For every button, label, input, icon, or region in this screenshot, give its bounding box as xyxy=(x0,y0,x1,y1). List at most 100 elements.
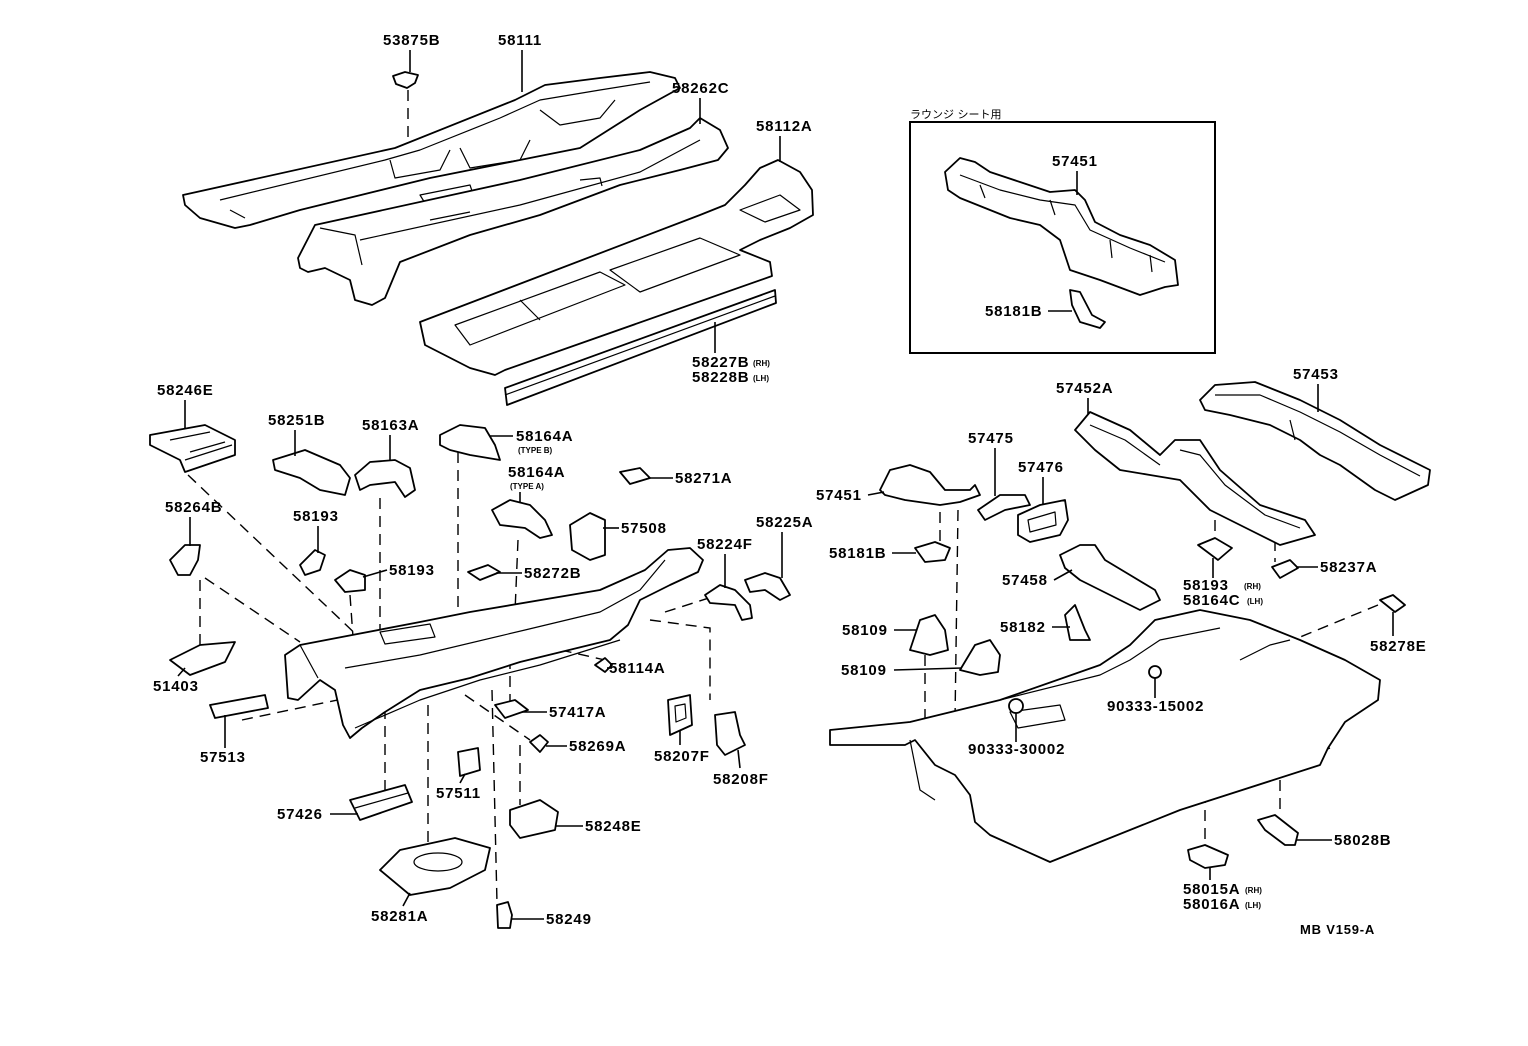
part-rear-floor-pan-detail xyxy=(909,627,1291,801)
side-note-lh: (LH) xyxy=(1245,901,1261,910)
part-58271A xyxy=(619,467,651,485)
assembly-line xyxy=(491,689,498,904)
upper-floor-group: 53875B 58111 58262C 58112A 58227B (RH) 5… xyxy=(182,32,814,406)
part-label-58111: 58111 xyxy=(498,32,542,49)
part-label-58228B: 58228B xyxy=(692,369,749,386)
part-label-58248E: 58248E xyxy=(585,818,642,835)
part-58111-detail xyxy=(219,81,651,219)
rear-floor-group: 57452A 57453 57475 57476 57451 58181B 57… xyxy=(816,366,1431,913)
side-note-rh: (RH) xyxy=(1245,886,1262,895)
part-label-58264B: 58264B xyxy=(165,499,222,516)
part-58281A-detail xyxy=(413,852,463,872)
part-57417A xyxy=(494,699,529,719)
part-label-57508: 57508 xyxy=(621,520,667,537)
part-58028B xyxy=(1257,814,1299,846)
type-note-b: (TYPE B) xyxy=(518,446,553,455)
assembly-line xyxy=(514,539,519,613)
side-note-rh: (RH) xyxy=(1244,582,1261,591)
part-58163A xyxy=(354,459,416,498)
part-58193-b xyxy=(334,569,366,593)
assembly-line xyxy=(664,596,713,613)
part-58278E xyxy=(1379,594,1406,613)
part-label-90333-30002: 90333-30002 xyxy=(968,741,1065,758)
part-label-57451: 57451 xyxy=(816,487,862,504)
part-58193-58164C xyxy=(1197,537,1233,561)
part-label-58249: 58249 xyxy=(546,911,592,928)
part-57511 xyxy=(457,747,481,777)
part-label-57458: 57458 xyxy=(1002,572,1048,589)
leader-line xyxy=(893,667,963,671)
part-label-58281A: 58281A xyxy=(371,908,428,925)
part-58249 xyxy=(496,901,513,929)
part-label-51403: 51403 xyxy=(153,678,199,695)
leader-line xyxy=(867,491,885,496)
part-57426 xyxy=(349,784,413,821)
part-58269A xyxy=(529,734,549,753)
part-front-floor-pan xyxy=(284,547,704,739)
part-label-58225A: 58225A xyxy=(756,514,813,531)
part-label-58164C-lh: 58164C xyxy=(1183,592,1240,609)
inset-frame xyxy=(909,121,1216,354)
part-front-floor-pan-detail xyxy=(299,559,666,729)
side-note-lh: (LH) xyxy=(1247,597,1263,606)
part-label-58237A: 58237A xyxy=(1320,559,1377,576)
part-label-58227B: 58227B xyxy=(692,354,749,371)
part-58111 xyxy=(182,71,681,229)
assembly-line xyxy=(464,694,531,741)
side-note-lh: (LH) xyxy=(753,374,769,383)
part-label-58269A: 58269A xyxy=(569,738,626,755)
part-rear-floor-pan xyxy=(829,609,1381,863)
part-label-58114A: 58114A xyxy=(609,660,666,677)
part-label-58182: 58182 xyxy=(1000,619,1046,636)
part-58112A-detail xyxy=(454,194,801,346)
part-57453 xyxy=(1199,381,1431,501)
part-label-58224F: 58224F xyxy=(697,536,753,553)
part-label-58016A-lh: 58016A xyxy=(1183,896,1240,913)
assembly-line xyxy=(204,577,301,643)
part-57476-detail xyxy=(1027,511,1057,533)
part-label-58164A-type-b: 58164A xyxy=(516,428,573,445)
part-58264B xyxy=(169,544,201,576)
part-58208F xyxy=(714,711,746,756)
part-58246E xyxy=(149,424,236,473)
assembly-line xyxy=(241,689,386,721)
leader-line xyxy=(1053,569,1073,581)
part-label-58164A-type-a: 58164A xyxy=(508,464,565,481)
inset-lounge-seat: ラウンジ シート用 57451 58181B xyxy=(909,108,1216,354)
part-label-58181B: 58181B xyxy=(985,303,1042,320)
part-57452A xyxy=(1074,411,1316,546)
part-58246E-detail xyxy=(169,431,233,461)
side-note-rh: (RH) xyxy=(753,359,770,368)
leader-line xyxy=(362,569,388,578)
part-57451-inset-detail xyxy=(959,174,1166,273)
part-51403 xyxy=(169,641,236,676)
part-58248E xyxy=(509,799,559,839)
part-label-58112A: 58112A xyxy=(756,118,813,135)
part-58207F xyxy=(667,694,693,736)
part-57513 xyxy=(209,694,269,719)
assembly-line xyxy=(954,509,959,721)
leader-line xyxy=(177,667,186,677)
part-58207F-detail xyxy=(674,703,687,723)
part-58164A-type-a xyxy=(491,499,553,539)
part-label-57476: 57476 xyxy=(1018,459,1064,476)
part-58262C xyxy=(297,117,729,306)
part-90333-30002 xyxy=(1008,698,1024,714)
part-label-58028B: 58028B xyxy=(1334,832,1391,849)
part-label-58015A-rh: 58015A xyxy=(1183,881,1240,898)
leader-line xyxy=(459,773,466,784)
drawing-code: MB V159-A xyxy=(1300,922,1375,937)
part-58272B xyxy=(467,564,501,581)
part-58193-a xyxy=(299,549,326,576)
part-57453-detail xyxy=(1215,394,1421,477)
part-58237A xyxy=(1271,559,1299,579)
part-label-58193-a: 58193 xyxy=(293,508,339,525)
front-floor-group: 58246E 58251B 58163A 58164A (TYPE B) 581… xyxy=(149,382,813,929)
type-note-a: (TYPE A) xyxy=(510,482,544,491)
part-label-58246E: 58246E xyxy=(157,382,214,399)
part-label-58193-rh: 58193 xyxy=(1183,577,1229,594)
part-58182 xyxy=(1064,604,1091,641)
part-label-58271A: 58271A xyxy=(675,470,732,487)
